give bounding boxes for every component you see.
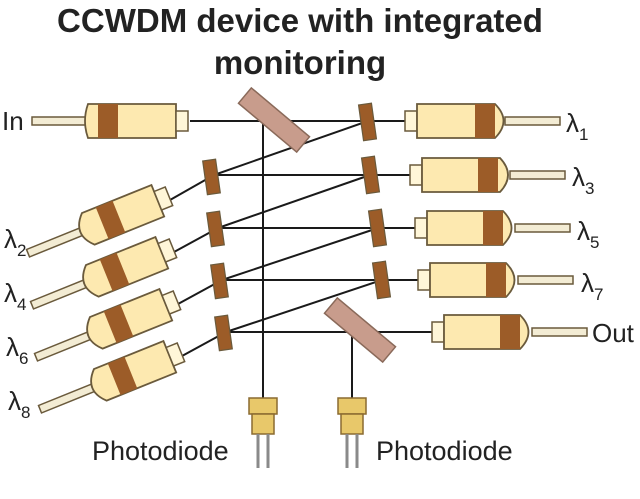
- label-lambda3: λ3: [572, 162, 594, 198]
- output-collimator-lambda3: [409, 157, 566, 193]
- label-lambda6: λ6: [6, 332, 28, 368]
- left-filters: [202, 158, 233, 352]
- label-in: In: [2, 106, 24, 136]
- label-lambda8: λ8: [8, 386, 30, 422]
- filter-right-1: [357, 102, 378, 142]
- diagram-title-line1: CCWDM device with integrated: [57, 2, 543, 39]
- label-lambda1: λ1: [566, 108, 588, 144]
- output-collimator-lambda5: [414, 210, 571, 246]
- filter-right-3: [367, 208, 388, 248]
- photodiode-right: [337, 397, 367, 468]
- beam-diag-2: [217, 174, 371, 229]
- label-out: Out: [592, 318, 635, 348]
- output-collimator-out: [431, 314, 588, 350]
- label-lambda5: λ5: [577, 216, 599, 252]
- label-lambda4: λ4: [4, 278, 26, 314]
- input-collimator: [31, 103, 189, 139]
- label-lambda7: λ7: [581, 268, 603, 304]
- input-collimator-lambda2: [25, 183, 174, 258]
- filter-left-3: [210, 262, 229, 300]
- beam-diag-3: [221, 227, 379, 281]
- label-photodiode-left: Photodiode: [92, 436, 229, 466]
- input-collimator-lambda8: [37, 339, 186, 414]
- input-collimator-lambda4: [29, 235, 178, 310]
- beam-diag-4: [225, 279, 383, 333]
- photodiode-left: [248, 397, 278, 468]
- tap-mirror-top: [237, 86, 311, 154]
- output-collimator-lambda7: [417, 262, 574, 298]
- output-collimator-lambda1: [404, 103, 561, 139]
- filter-left-2: [206, 210, 225, 248]
- right-filters: [357, 102, 392, 300]
- filter-left-4: [214, 314, 233, 352]
- filter-right-2: [360, 155, 381, 195]
- filter-left-1: [202, 158, 221, 196]
- diagram-title-line2: monitoring: [214, 44, 386, 81]
- input-collimator-lambda6: [33, 287, 182, 362]
- filter-right-4: [371, 260, 392, 300]
- label-photodiode-right: Photodiode: [376, 436, 513, 466]
- label-lambda2: λ2: [4, 224, 26, 260]
- tap-mirror-bottom: [323, 296, 397, 364]
- beam-paths: [169, 110, 432, 398]
